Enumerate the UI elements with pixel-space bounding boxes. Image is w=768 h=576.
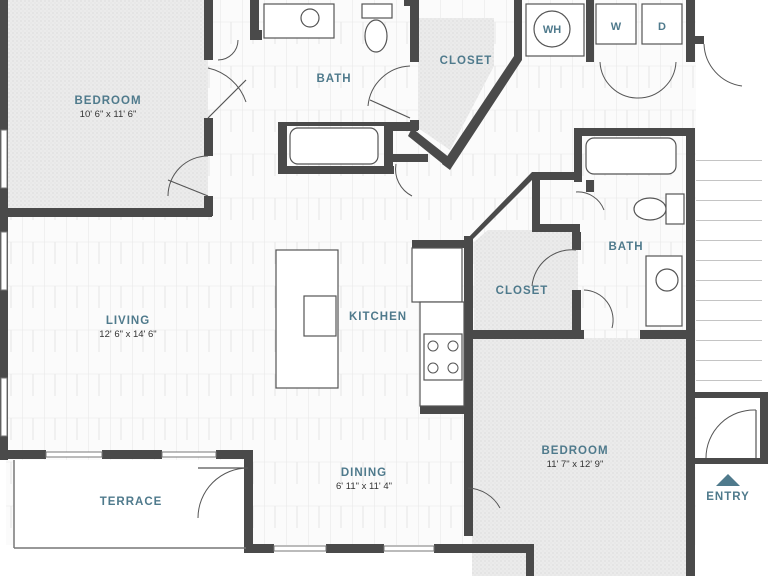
dryer [641,3,683,45]
terrace-floor [14,460,248,546]
range [423,333,463,381]
living-label: LIVING [106,315,150,327]
terrace-label: TERRACE [100,496,163,508]
bath1-tub [289,127,379,165]
bedroom2-floor [472,338,686,576]
bath2-toilet [665,193,685,225]
closet1-floor [418,18,494,150]
bedroom1-dims: 10' 6" x 11' 6" [80,109,137,120]
bath1-toilet [361,3,393,19]
entry-label: ENTRY [706,491,750,503]
washer-label: W [611,21,622,33]
water-heater [533,10,571,48]
bath1-vanity [263,3,335,39]
closet2-floor [474,230,578,330]
dining-label: DINING [341,467,387,479]
water-heater-label: WH [543,24,561,36]
bath2-label: BATH [608,241,643,253]
bedroom1-label: BEDROOM [74,95,141,107]
dining-dims: 6' 11" x 11' 4" [336,481,392,492]
kitchen-label: KITCHEN [349,311,407,323]
stairs [696,143,762,381]
dryer-label: D [658,21,666,33]
fixtures [263,3,685,407]
living-dims: 12' 6" x 14' 6" [99,329,156,340]
fridge [411,247,463,303]
bedroom2-dims: 11' 7" x 12' 9" [547,459,604,470]
closet1-label: CLOSET [440,55,493,67]
windows [0,129,435,552]
closet2-label: CLOSET [496,285,549,297]
triangle-up-icon [716,474,740,486]
bath2-tub [585,137,677,175]
bath1-label: BATH [316,73,351,85]
bedroom1-floor [8,0,208,212]
doors [167,39,757,519]
bedroom2-label: BEDROOM [541,445,608,457]
kitchen-sink [303,295,337,337]
washer [595,3,637,45]
